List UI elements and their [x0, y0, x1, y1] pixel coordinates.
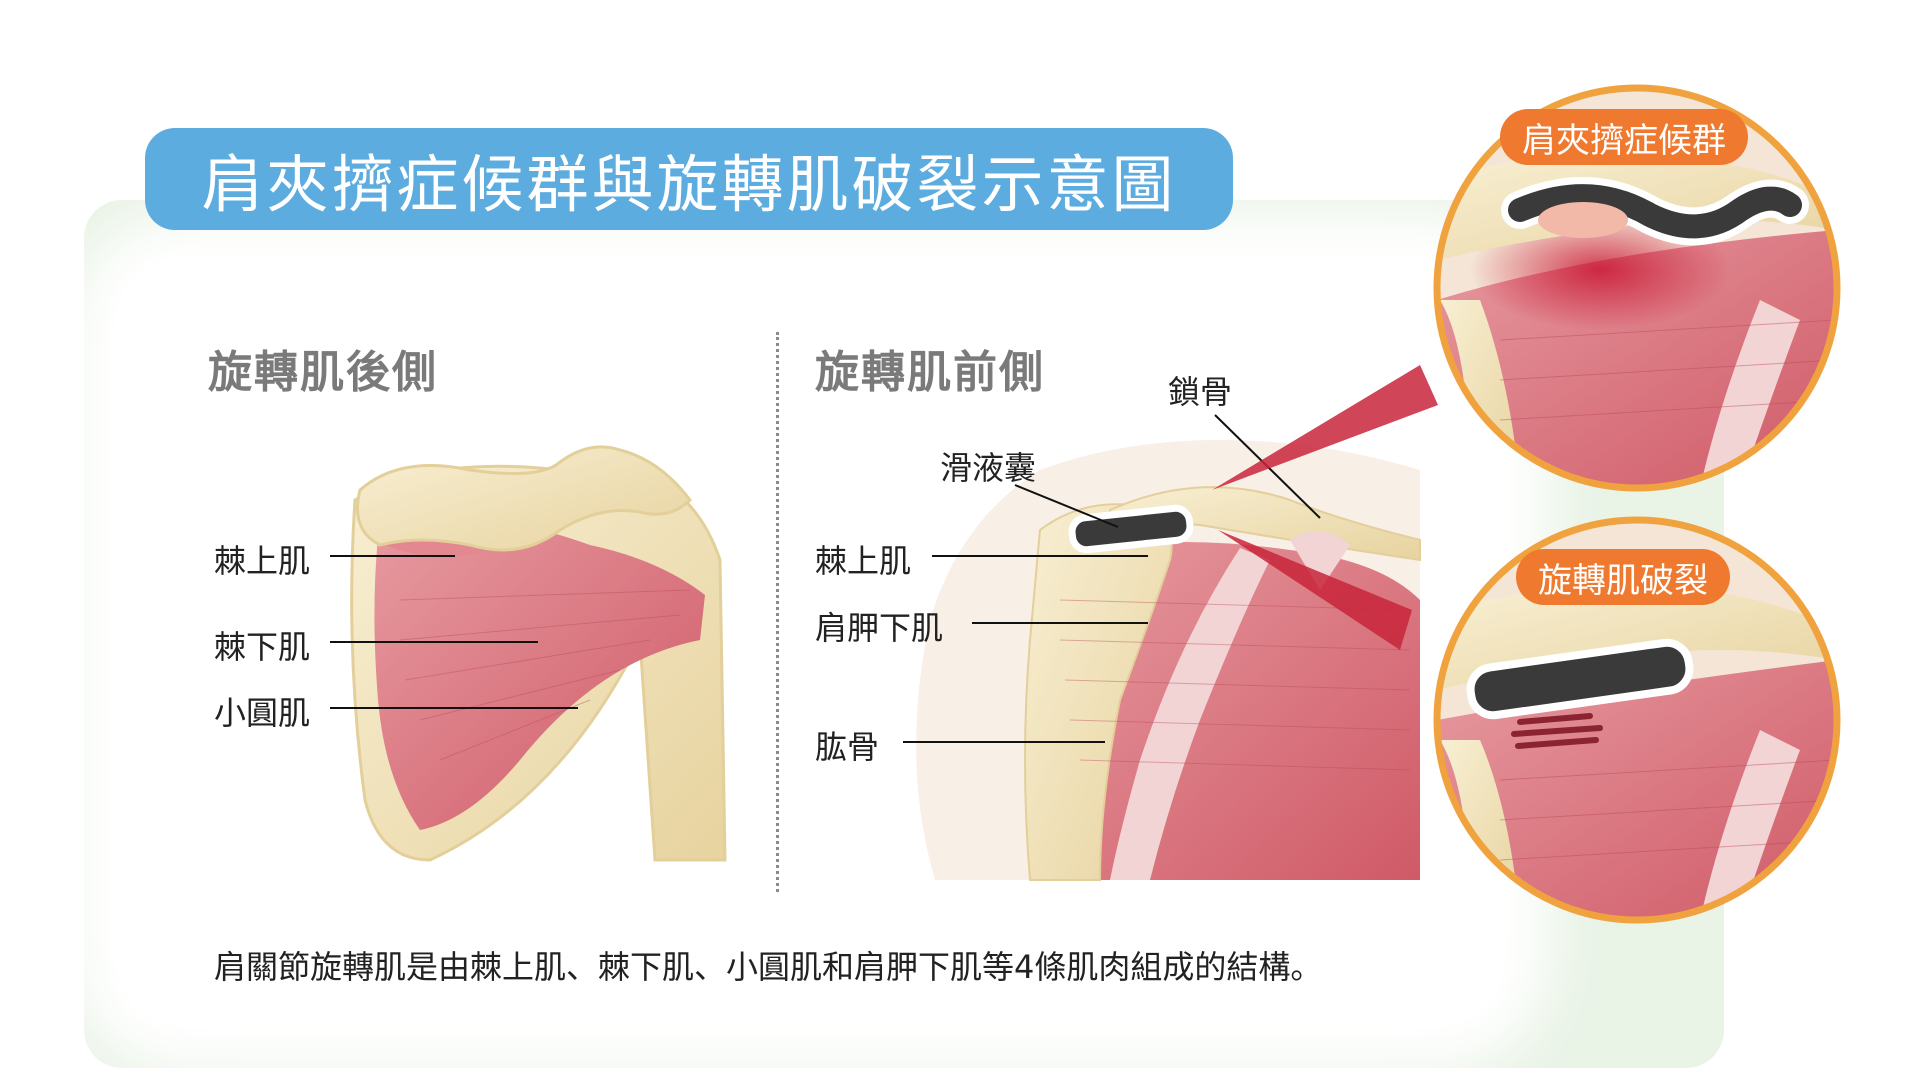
caption: 肩關節旋轉肌是由棘上肌、棘下肌、小圓肌和肩胛下肌等4條肌肉組成的結構。 — [214, 948, 1323, 986]
label-humerus: 肱骨 — [815, 728, 880, 766]
posterior-heading: 旋轉肌後側 — [208, 347, 438, 398]
impingement-badge: 肩夾擠症候群 — [1500, 109, 1748, 165]
label-supraspinatus-anterior: 棘上肌 — [815, 542, 912, 580]
section-divider — [776, 332, 779, 892]
connector-wedge-top — [1212, 365, 1438, 490]
anterior-shoulder-figure — [916, 440, 1421, 881]
page-title: 肩夾擠症候群與旋轉肌破裂示意圖 — [201, 148, 1177, 221]
label-infraspinatus: 棘下肌 — [214, 628, 311, 666]
title-banner: 肩夾擠症候群與旋轉肌破裂示意圖 — [145, 128, 1233, 230]
label-bursa: 滑液囊 — [940, 449, 1037, 487]
posterior-leader-lines — [330, 555, 578, 709]
tear-mark — [1511, 713, 1603, 749]
tear-badge: 旋轉肌破裂 — [1516, 549, 1730, 605]
posterior-shoulder-figure — [350, 445, 727, 862]
label-supraspinatus-posterior: 棘上肌 — [214, 542, 311, 580]
impingement-badge-text: 肩夾擠症候群 — [1522, 120, 1726, 161]
label-clavicle: 鎖骨 — [1168, 373, 1233, 411]
label-teres-minor: 小圓肌 — [214, 694, 311, 732]
connector-wedge-bottom — [1218, 530, 1412, 650]
tear-inset — [1433, 516, 1841, 924]
anterior-heading: 旋轉肌前側 — [815, 347, 1045, 398]
tear-badge-text: 旋轉肌破裂 — [1538, 560, 1708, 601]
label-subscapularis: 肩胛下肌 — [815, 609, 944, 647]
